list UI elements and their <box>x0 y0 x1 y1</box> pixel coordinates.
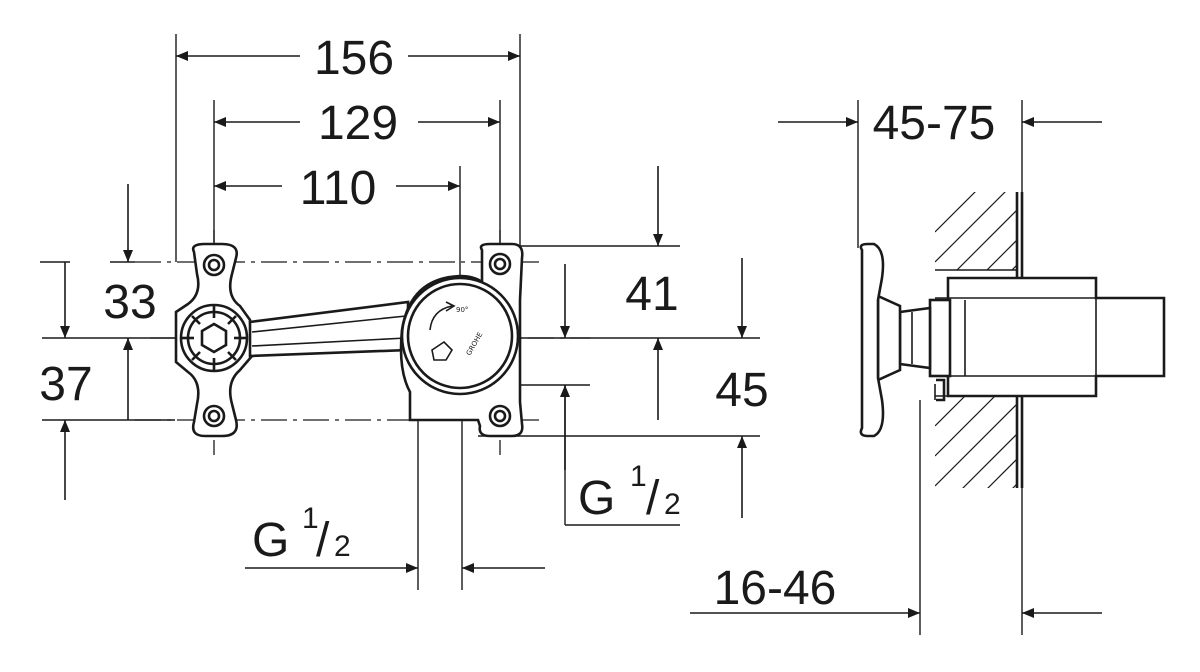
dim-wall-range: 16-46 <box>690 562 1102 618</box>
thread-right-g: G <box>578 472 615 525</box>
thread-right-num: 1 <box>630 460 647 493</box>
dim-width-center: 110 <box>214 162 460 215</box>
label-left-lower: 37 <box>39 358 92 411</box>
side-view: 45-75 16-46 <box>690 97 1166 635</box>
label-width-center: 110 <box>300 162 377 215</box>
connecting-arm <box>248 300 410 358</box>
front-view: 90° GROHE 156 129 110 33 <box>39 32 769 590</box>
thread-bottom-den: 2 <box>334 530 351 563</box>
angle-marking: 90° <box>456 306 468 314</box>
dim-left-lower: 37 <box>39 262 93 500</box>
mounting-bracket <box>174 242 254 438</box>
svg-text:/: / <box>316 514 330 567</box>
label-depth-range: 45-75 <box>873 97 996 150</box>
dim-depth-range: 45-75 <box>778 97 1102 150</box>
valve-body: 90° GROHE <box>399 242 524 438</box>
thread-right: G 1 / 2 <box>560 385 681 525</box>
dim-right-lower: 45 <box>715 258 769 518</box>
label-width-overall: 156 <box>314 32 394 85</box>
thread-bottom-g: G <box>252 514 289 567</box>
thread-bottom-num: 1 <box>302 502 319 535</box>
dim-width-holes: 129 <box>214 97 500 150</box>
dim-width-overall: 156 <box>176 32 520 85</box>
side-body <box>859 242 1166 438</box>
svg-text:/: / <box>646 472 660 525</box>
label-left-upper: 33 <box>103 276 156 329</box>
thread-bottom: G 1 / 2 <box>245 502 545 573</box>
dim-right-upper: 41 <box>560 166 679 420</box>
label-right-upper: 41 <box>625 268 678 321</box>
label-width-holes: 129 <box>318 97 398 150</box>
label-right-lower: 45 <box>715 364 768 417</box>
label-wall-range: 16-46 <box>714 562 837 615</box>
dim-left-upper: 33 <box>103 184 157 420</box>
thread-right-den: 2 <box>664 488 681 521</box>
